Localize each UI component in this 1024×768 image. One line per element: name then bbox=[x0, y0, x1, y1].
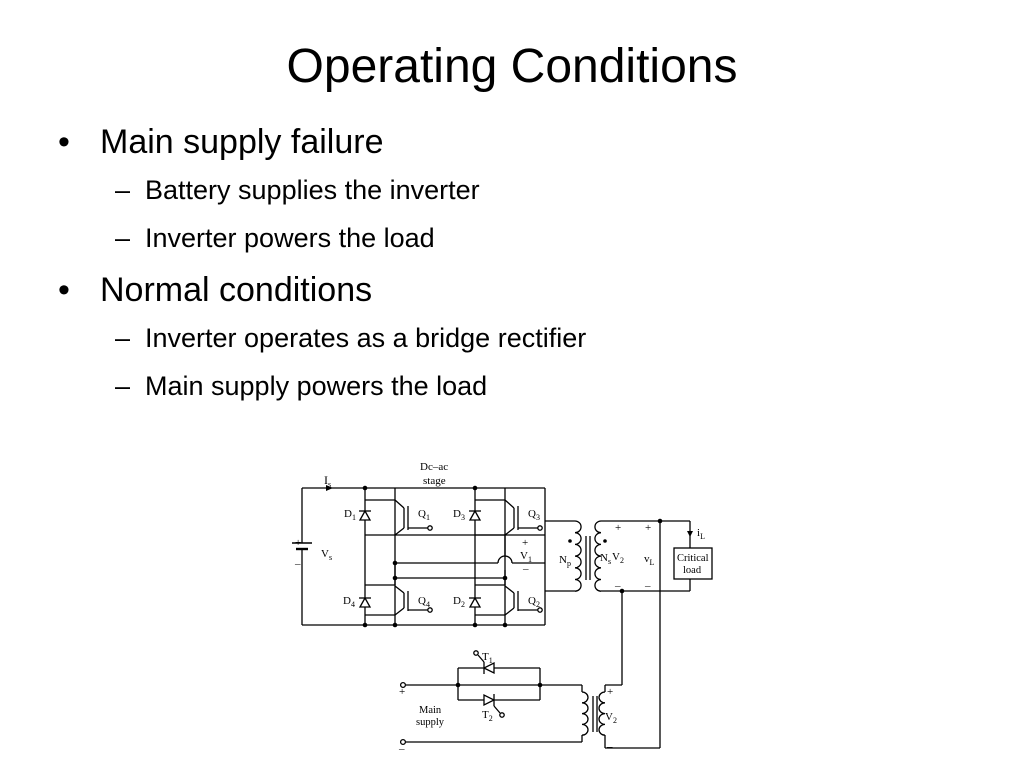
supply-transformer-icon bbox=[399, 684, 660, 749]
junction-dots bbox=[362, 485, 508, 628]
is-label: Is bbox=[324, 473, 331, 489]
diode-d2-icon bbox=[468, 596, 482, 608]
t2-label: T2 bbox=[482, 709, 493, 723]
bullet-list: • Main supply failure – Battery supplies… bbox=[58, 118, 978, 410]
subbullet-text: Inverter operates as a bridge rectifier bbox=[145, 323, 587, 353]
d3-label: D3 bbox=[453, 508, 465, 522]
v1-plus: + bbox=[522, 537, 528, 549]
main-supply-label-1: Main bbox=[419, 705, 442, 716]
v2-label: V2 bbox=[612, 551, 624, 565]
q2-label: Q2 bbox=[528, 595, 540, 609]
current-arrow-icon bbox=[326, 485, 333, 491]
main-supply-label-2: supply bbox=[416, 717, 445, 728]
inverter-leg-right bbox=[474, 488, 506, 625]
critical-load-label-2: load bbox=[683, 565, 702, 576]
np-label: Np bbox=[559, 554, 571, 568]
stage-label-1: Dc–ac bbox=[420, 461, 448, 473]
battery-plus: + bbox=[295, 537, 301, 549]
v2b-label: V2 bbox=[605, 711, 617, 725]
v2-minus: – bbox=[614, 580, 621, 592]
t1-label: T1 bbox=[482, 651, 493, 665]
q3-label: Q3 bbox=[528, 508, 540, 522]
vl-label: vL bbox=[644, 553, 655, 567]
bullet-text: Main supply failure bbox=[100, 123, 384, 161]
diode-d3-icon bbox=[468, 509, 482, 521]
transistor-q1-icon bbox=[394, 499, 433, 536]
output-transformer-icon bbox=[545, 520, 690, 592]
ns-label: Ns bbox=[600, 552, 611, 566]
bullet-normal-conditions: • Normal conditions bbox=[58, 266, 978, 314]
bullet-text: Normal conditions bbox=[100, 271, 373, 309]
v2-plus: + bbox=[615, 522, 621, 534]
inverter-output-wires bbox=[394, 534, 545, 585]
v1-label: V1 bbox=[520, 550, 532, 564]
ups-circuit-diagram: Dc–ac stage Is + – Vs D1 D4 D3 D2 Q1 Q4 … bbox=[292, 461, 713, 755]
vl-plus: + bbox=[645, 522, 651, 534]
sub-mark: – bbox=[115, 323, 131, 353]
subbullet-inverter-powers: – Inverter powers the load bbox=[58, 214, 978, 262]
bullet-main-supply-failure: • Main supply failure bbox=[58, 118, 978, 166]
slide-title: Operating Conditions bbox=[286, 40, 738, 93]
d2-label: D2 bbox=[453, 595, 465, 609]
static-switch bbox=[399, 667, 582, 701]
bypass-wires bbox=[619, 518, 663, 748]
d4-label: D4 bbox=[343, 595, 355, 609]
transistor-q4-icon bbox=[394, 585, 433, 616]
subbullet-text: Battery supplies the inverter bbox=[145, 175, 480, 205]
thyristor-t1-icon bbox=[473, 650, 495, 675]
critical-load-box bbox=[673, 521, 713, 591]
bullet-mark: • bbox=[58, 123, 70, 161]
vs-label: Vs bbox=[321, 548, 332, 562]
diode-d4-icon bbox=[358, 596, 372, 608]
battery-icon bbox=[292, 535, 314, 570]
transistor-q3-icon bbox=[504, 499, 543, 536]
subbullet-bridge-rectifier: – Inverter operates as a bridge rectifie… bbox=[58, 314, 978, 362]
subbullet-text: Main supply powers the load bbox=[145, 371, 488, 401]
subbullet-main-supply-powers: – Main supply powers the load bbox=[58, 362, 978, 410]
inverter-leg-left bbox=[364, 488, 396, 625]
il-label: iL bbox=[697, 527, 705, 541]
main-supply-minus: – bbox=[398, 743, 405, 755]
subbullet-battery: – Battery supplies the inverter bbox=[58, 166, 978, 214]
d1-label: D1 bbox=[344, 508, 356, 522]
diode-d1-icon bbox=[358, 509, 372, 521]
load-current-arrow-icon bbox=[687, 531, 693, 537]
q4-label: Q4 bbox=[418, 595, 430, 609]
bullet-mark: • bbox=[58, 271, 70, 309]
q1-label: Q1 bbox=[418, 508, 430, 522]
main-supply-plus: + bbox=[399, 686, 405, 698]
v2b-minus: – bbox=[606, 741, 613, 753]
sub-mark: – bbox=[115, 371, 131, 401]
thyristor-t2-icon bbox=[483, 693, 505, 718]
stage-label-2: stage bbox=[423, 475, 446, 487]
sub-mark: – bbox=[115, 175, 131, 205]
vl-minus: – bbox=[644, 580, 651, 592]
v2b-plus: + bbox=[607, 686, 613, 698]
sub-mark: – bbox=[115, 223, 131, 253]
v1-minus: – bbox=[522, 563, 529, 575]
battery-minus: – bbox=[294, 558, 301, 570]
critical-load-label-1: Critical bbox=[677, 553, 709, 564]
transistor-q2-icon bbox=[504, 585, 543, 616]
subbullet-text: Inverter powers the load bbox=[145, 223, 435, 253]
